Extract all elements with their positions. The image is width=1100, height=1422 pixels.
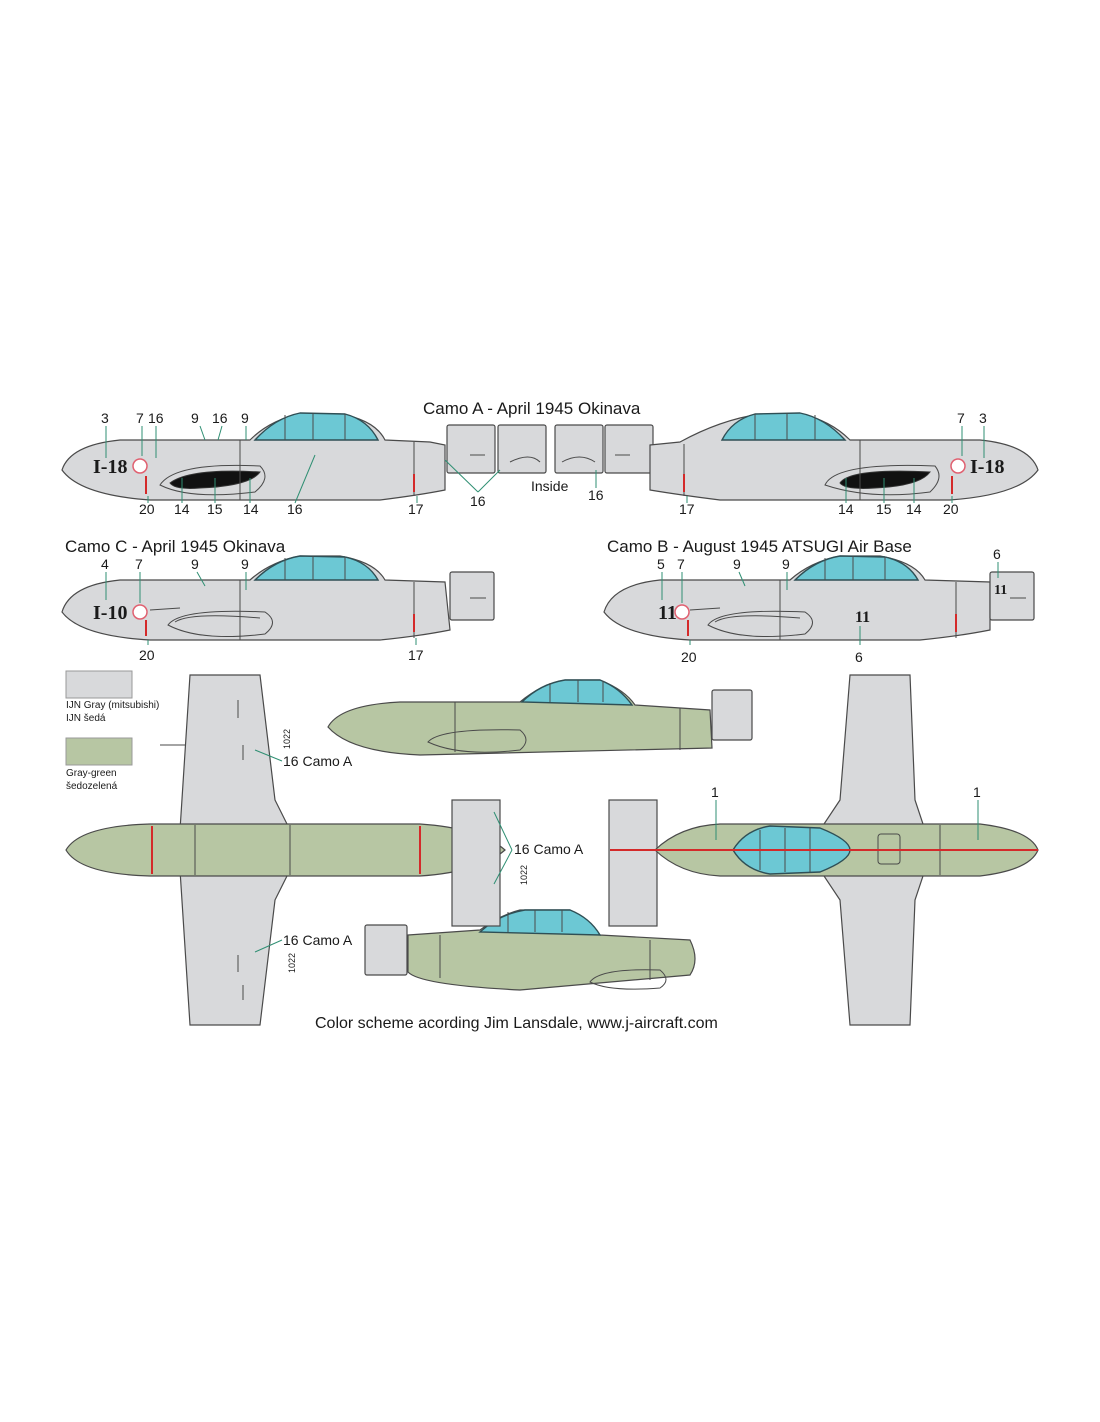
callout: 7 bbox=[957, 410, 965, 426]
callout: 17 bbox=[679, 501, 695, 517]
callout: 3 bbox=[979, 410, 987, 426]
callout: 15 bbox=[207, 501, 223, 517]
hinomaru-icon bbox=[950, 458, 966, 474]
callout: 5 bbox=[657, 556, 665, 572]
label-camo-a-ref: 16 Camo A bbox=[283, 932, 353, 948]
callout: 14 bbox=[174, 501, 190, 517]
label-camo-a-ref: 16 Camo A bbox=[514, 841, 584, 857]
callout: 20 bbox=[681, 649, 697, 665]
callout: 9 bbox=[782, 556, 790, 572]
label-camo-a-ref: 16 Camo A bbox=[283, 753, 353, 769]
callout: 20 bbox=[139, 647, 155, 663]
callout: 14 bbox=[838, 501, 854, 517]
profile-camo-b bbox=[603, 555, 1035, 641]
profile-green-upper bbox=[327, 679, 753, 756]
plan-top bbox=[610, 674, 1039, 1026]
plan-underside bbox=[65, 674, 506, 1026]
callout: 7 bbox=[136, 410, 144, 426]
callout: 9 bbox=[241, 556, 249, 572]
title-camo-b: Camo B - August 1945 ATSUGI Air Base bbox=[607, 537, 912, 556]
code-camo-b-fin: 11 bbox=[855, 609, 870, 626]
profile-camo-c bbox=[61, 555, 495, 641]
callout: 17 bbox=[408, 501, 424, 517]
legend-label: šedozelená bbox=[66, 781, 118, 792]
callout: 1 bbox=[973, 784, 981, 800]
callout: 14 bbox=[906, 501, 922, 517]
hinomaru-icon bbox=[132, 604, 148, 620]
profile-camo-a-right bbox=[554, 412, 1039, 501]
code-camo-b-tail: 11 bbox=[994, 583, 1007, 598]
callout: 6 bbox=[855, 649, 863, 665]
canopy bbox=[253, 555, 380, 581]
legend-label: IJN Gray (mitsubishi) bbox=[66, 700, 159, 711]
callout: 16 bbox=[588, 487, 604, 503]
canopy bbox=[520, 679, 634, 706]
callout: 1 bbox=[711, 784, 719, 800]
callout: 15 bbox=[876, 501, 892, 517]
hinomaru-icon bbox=[132, 458, 148, 474]
profile-green-lower bbox=[364, 909, 696, 991]
legend-swatch-gray bbox=[65, 670, 133, 699]
code-camo-c: I-10 bbox=[93, 602, 127, 624]
callout: 9 bbox=[191, 410, 199, 426]
callout: 20 bbox=[943, 501, 959, 517]
callout: 9 bbox=[241, 410, 249, 426]
callout: 7 bbox=[677, 556, 685, 572]
callout: 3 bbox=[101, 410, 109, 426]
label-inside: Inside bbox=[531, 478, 569, 494]
stencil-code: 1022 bbox=[282, 729, 292, 749]
wing-panel-right bbox=[608, 799, 658, 927]
legend-label: Gray-green bbox=[66, 768, 117, 779]
legend-label: IJN šedá bbox=[66, 713, 106, 724]
callout: 16 bbox=[148, 410, 164, 426]
callout: 16 bbox=[212, 410, 228, 426]
callout: 7 bbox=[135, 556, 143, 572]
stencil-code: 1022 bbox=[287, 953, 297, 973]
callout: 9 bbox=[191, 556, 199, 572]
code-camo-a-right: I-18 bbox=[970, 456, 1004, 478]
callout: 6 bbox=[993, 546, 1001, 562]
canopy bbox=[253, 412, 380, 441]
code-camo-a-left: I-18 bbox=[93, 456, 127, 478]
callout: 20 bbox=[139, 501, 155, 517]
callout: 16 bbox=[470, 493, 486, 509]
callout: 14 bbox=[243, 501, 259, 517]
hinomaru-icon bbox=[674, 604, 690, 620]
title-camo-c: Camo C - April 1945 Okinava bbox=[65, 537, 286, 556]
canopy bbox=[720, 412, 847, 441]
title-camo-a: Camo A - April 1945 Okinava bbox=[423, 399, 641, 418]
callout: 16 bbox=[287, 501, 303, 517]
canopy bbox=[793, 555, 920, 581]
code-camo-b: 11 bbox=[658, 602, 677, 624]
callout: 17 bbox=[408, 647, 424, 663]
callout: 4 bbox=[101, 556, 109, 572]
wing-panel-left bbox=[451, 799, 501, 927]
intake bbox=[839, 470, 931, 489]
callout: 9 bbox=[733, 556, 741, 572]
stencil-code: 1022 bbox=[519, 865, 529, 885]
credit-text: Color scheme acording Jim Lansdale, www.… bbox=[315, 1015, 718, 1032]
profile-camo-a-left bbox=[61, 412, 547, 501]
legend-swatch-green bbox=[65, 737, 133, 766]
